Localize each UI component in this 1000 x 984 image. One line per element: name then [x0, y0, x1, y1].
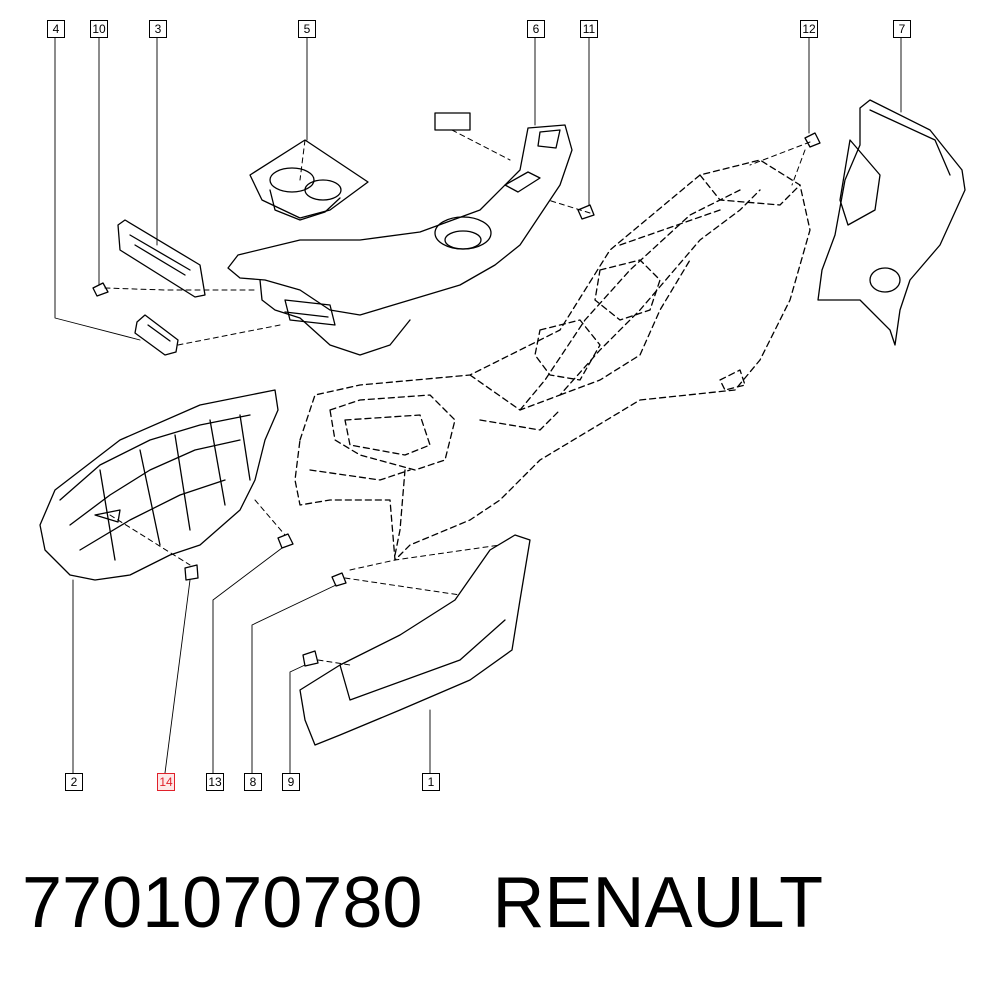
callout-12: 12	[800, 20, 818, 38]
right-side-panel	[817, 99, 966, 346]
callout-10: 10	[90, 20, 108, 38]
leader-lines	[54, 36, 902, 774]
clip-part-11	[577, 204, 595, 220]
callout-14: 14	[157, 773, 175, 791]
callout-1: 1	[422, 773, 440, 791]
parts-diagram: 4 10 3 5 6 11 12 7 2 14 13 8 9 1	[39, 20, 966, 791]
upper-console-bezel	[227, 124, 573, 356]
callout-8: 8	[244, 773, 262, 791]
callout-4: 4	[47, 20, 65, 38]
console-frame-outline	[294, 159, 811, 561]
callout-6: 6	[527, 20, 545, 38]
clip-part-10	[92, 282, 109, 297]
mounting-bracket	[117, 219, 206, 298]
callout-3: 3	[149, 20, 167, 38]
callout-11: 11	[580, 20, 598, 38]
clip-part-9	[302, 650, 319, 667]
callout-9: 9	[282, 773, 300, 791]
switch-panel	[134, 314, 179, 356]
cup-holder-tray	[249, 139, 369, 221]
clip-part-14	[184, 564, 199, 581]
clip-part-12	[804, 132, 821, 148]
exploded-view-drawing	[39, 36, 966, 774]
lower-side-trim	[299, 534, 531, 746]
clip-part-8	[331, 572, 347, 587]
callout-2: 2	[65, 773, 83, 791]
left-side-trim	[39, 389, 279, 581]
callout-7: 7	[893, 20, 911, 38]
part-caption: 7701070780 RENAULT	[22, 858, 823, 948]
callout-13: 13	[206, 773, 224, 791]
brand-name: RENAULT	[492, 863, 824, 943]
clip-part-13	[277, 533, 294, 549]
part-number: 7701070780	[22, 863, 423, 943]
assembly-arrows	[104, 129, 811, 666]
callout-5: 5	[298, 20, 316, 38]
gasket	[434, 112, 471, 131]
